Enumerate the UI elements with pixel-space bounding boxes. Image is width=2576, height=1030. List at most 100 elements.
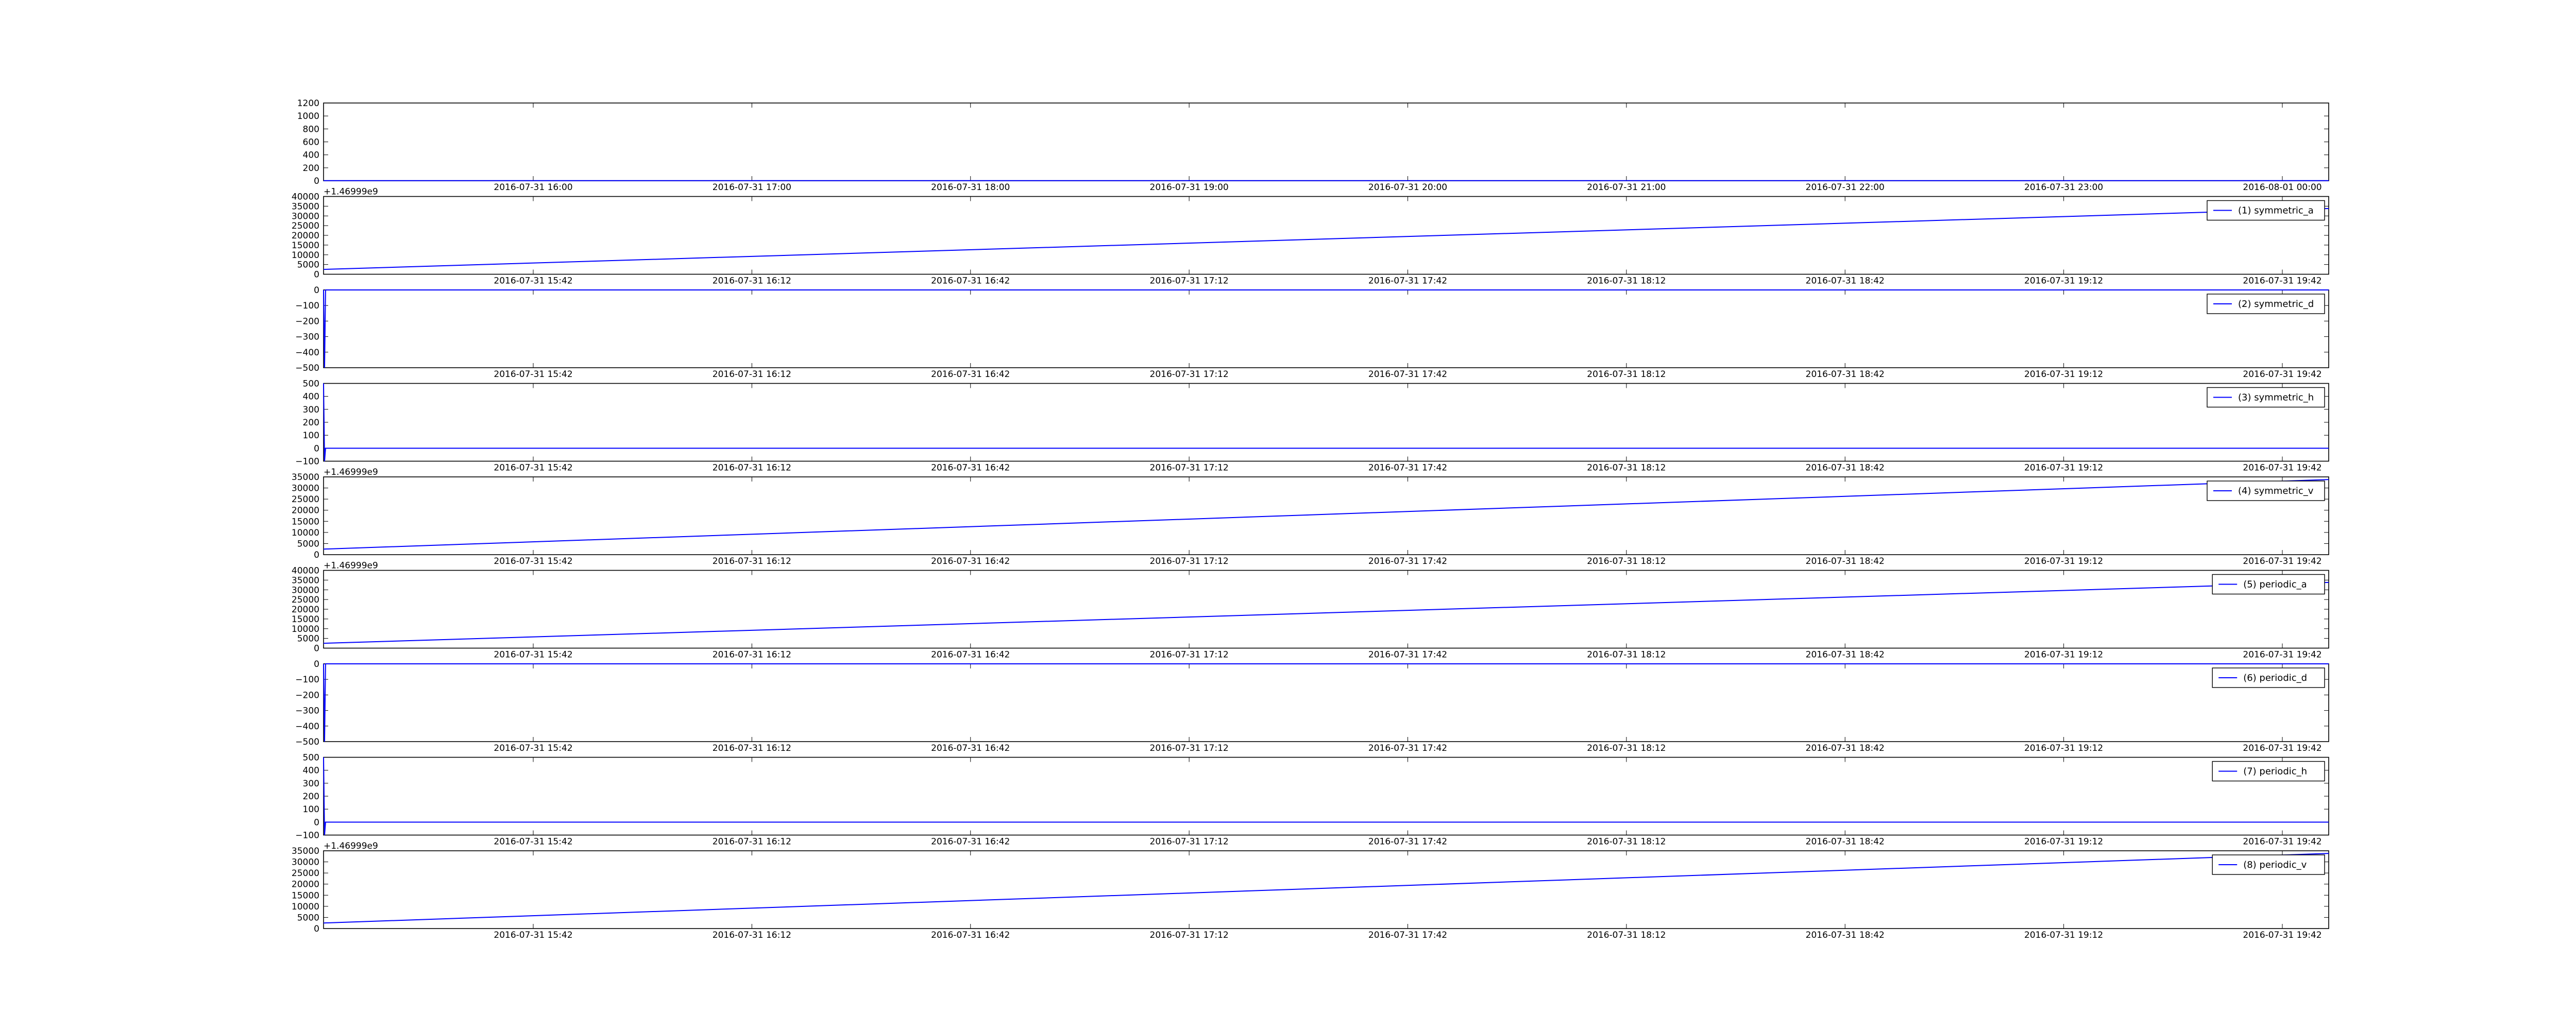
x-tick-label: 2016-07-31 19:42 bbox=[2243, 369, 2321, 380]
y-tick-label: 35000 bbox=[292, 575, 319, 586]
x-tick-label: 2016-07-31 17:42 bbox=[1368, 650, 1447, 660]
x-tick-label: 2016-07-31 18:12 bbox=[1587, 369, 1666, 380]
subplot-9: 050001000015000200002500030000350002016-… bbox=[292, 841, 2329, 940]
x-tick-label: 2016-07-31 18:42 bbox=[1806, 650, 1885, 660]
series-line bbox=[323, 479, 2329, 550]
x-tick-label: 2016-07-31 18:12 bbox=[1587, 650, 1666, 660]
y-tick-label: 0 bbox=[314, 659, 319, 670]
y-tick-label: 1000 bbox=[297, 111, 319, 122]
x-tick-label: 2016-07-31 18:42 bbox=[1806, 837, 1885, 847]
y-tick-label: −200 bbox=[295, 316, 319, 327]
legend-label: (7) periodic_h bbox=[2243, 766, 2307, 777]
x-tick-label: 2016-08-01 00:00 bbox=[2243, 182, 2321, 193]
x-tick-label: 2016-07-31 17:42 bbox=[1368, 276, 1447, 286]
x-tick-label: 2016-07-31 16:00 bbox=[494, 182, 572, 193]
x-tick-label: 2016-07-31 15:42 bbox=[494, 930, 572, 940]
legend-label: (8) periodic_v bbox=[2243, 860, 2307, 870]
y-tick-label: 25000 bbox=[292, 221, 319, 231]
y-tick-label: 5000 bbox=[297, 913, 319, 923]
x-tick-label: 2016-07-31 15:42 bbox=[494, 556, 572, 566]
y-tick-label: 30000 bbox=[292, 585, 319, 595]
x-tick-label: 2016-07-31 16:42 bbox=[931, 369, 1010, 380]
axis-offset-label: +1.46999e9 bbox=[324, 841, 378, 851]
y-tick-label: 5000 bbox=[297, 260, 319, 270]
y-tick-label: 40000 bbox=[292, 566, 319, 576]
x-tick-label: 2016-07-31 18:42 bbox=[1806, 276, 1885, 286]
plot-area bbox=[323, 196, 2329, 275]
y-tick-label: 10000 bbox=[292, 902, 319, 912]
x-tick-label: 2016-07-31 19:42 bbox=[2243, 276, 2321, 286]
x-tick-label: 2016-07-31 19:42 bbox=[2243, 650, 2321, 660]
x-tick-label: 2016-07-31 19:12 bbox=[2024, 837, 2103, 847]
x-tick-label: 2016-07-31 19:42 bbox=[2243, 556, 2321, 566]
y-tick-label: 1200 bbox=[297, 98, 319, 109]
y-tick-label: 20000 bbox=[292, 880, 319, 890]
x-tick-label: 2016-07-31 17:12 bbox=[1150, 369, 1229, 380]
legend-label: (5) periodic_a bbox=[2243, 579, 2307, 590]
y-tick-label: −300 bbox=[295, 332, 319, 342]
y-tick-label: 800 bbox=[303, 124, 319, 134]
y-tick-label: 30000 bbox=[292, 211, 319, 221]
x-tick-label: 2016-07-31 18:00 bbox=[931, 182, 1010, 193]
plot-area bbox=[323, 570, 2329, 649]
x-tick-label: 2016-07-31 16:12 bbox=[713, 743, 791, 753]
y-tick-label: −400 bbox=[295, 722, 319, 732]
y-tick-label: 20000 bbox=[292, 605, 319, 615]
x-tick-label: 2016-07-31 18:42 bbox=[1806, 743, 1885, 753]
series-line bbox=[323, 383, 2329, 461]
y-tick-label: 10000 bbox=[292, 528, 319, 538]
y-tick-label: 0 bbox=[314, 270, 319, 280]
x-tick-label: 2016-07-31 15:42 bbox=[494, 369, 572, 380]
y-tick-label: 200 bbox=[303, 418, 319, 428]
legend-label: (1) symmetric_a bbox=[2238, 205, 2314, 216]
x-tick-label: 2016-07-31 19:12 bbox=[2024, 930, 2103, 940]
plot-area bbox=[323, 476, 2329, 555]
x-tick-label: 2016-07-31 16:12 bbox=[713, 276, 791, 286]
legend-label: (4) symmetric_v bbox=[2238, 486, 2314, 496]
x-tick-label: 2016-07-31 17:00 bbox=[713, 182, 791, 193]
y-tick-label: 25000 bbox=[292, 595, 319, 605]
x-tick-label: 2016-07-31 16:12 bbox=[713, 650, 791, 660]
x-tick-label: 2016-07-31 19:42 bbox=[2243, 463, 2321, 473]
x-tick-label: 2016-07-31 15:42 bbox=[494, 837, 572, 847]
y-tick-label: 5000 bbox=[297, 634, 319, 644]
y-tick-label: 0 bbox=[314, 443, 319, 454]
y-tick-label: −100 bbox=[295, 675, 319, 685]
plot-area bbox=[323, 663, 2329, 742]
x-tick-label: 2016-07-31 15:42 bbox=[494, 743, 572, 753]
x-tick-label: 2016-07-31 17:12 bbox=[1150, 556, 1229, 566]
legend-label: (2) symmetric_d bbox=[2238, 299, 2314, 310]
x-tick-label: 2016-07-31 19:12 bbox=[2024, 276, 2103, 286]
x-tick-label: 2016-07-31 18:12 bbox=[1587, 743, 1666, 753]
legend: (8) periodic_v bbox=[2212, 854, 2325, 875]
legend: (7) periodic_h bbox=[2212, 761, 2325, 782]
y-tick-label: 35000 bbox=[292, 201, 319, 212]
x-tick-label: 2016-07-31 17:42 bbox=[1368, 369, 1447, 380]
subplot-6: 0500010000150002000025000300003500040000… bbox=[292, 561, 2329, 660]
legend: (2) symmetric_d bbox=[2207, 294, 2325, 314]
x-tick-label: 2016-07-31 16:42 bbox=[931, 650, 1010, 660]
y-tick-label: −500 bbox=[295, 737, 319, 747]
x-tick-label: 2016-07-31 18:42 bbox=[1806, 556, 1885, 566]
plot-area bbox=[323, 383, 2329, 462]
plot-area bbox=[323, 850, 2329, 929]
y-tick-label: −400 bbox=[295, 348, 319, 358]
y-tick-label: 30000 bbox=[292, 484, 319, 494]
y-tick-label: 300 bbox=[303, 405, 319, 415]
y-tick-label: 15000 bbox=[292, 614, 319, 625]
y-tick-label: 15000 bbox=[292, 241, 319, 251]
plot-area bbox=[323, 757, 2329, 836]
x-tick-label: 2016-07-31 18:12 bbox=[1587, 837, 1666, 847]
x-tick-label: 2016-07-31 18:42 bbox=[1806, 463, 1885, 473]
x-tick-label: 2016-07-31 15:42 bbox=[494, 650, 572, 660]
x-tick-label: 2016-07-31 19:42 bbox=[2243, 930, 2321, 940]
x-tick-label: 2016-07-31 18:12 bbox=[1587, 930, 1666, 940]
y-tick-label: 25000 bbox=[292, 494, 319, 505]
y-tick-label: 500 bbox=[303, 753, 319, 763]
y-tick-label: 20000 bbox=[292, 506, 319, 516]
x-tick-label: 2016-07-31 19:00 bbox=[1150, 182, 1229, 193]
axis-offset-label: +1.46999e9 bbox=[324, 467, 378, 477]
x-tick-label: 2016-07-31 16:12 bbox=[713, 930, 791, 940]
x-tick-label: 2016-07-31 17:42 bbox=[1368, 556, 1447, 566]
